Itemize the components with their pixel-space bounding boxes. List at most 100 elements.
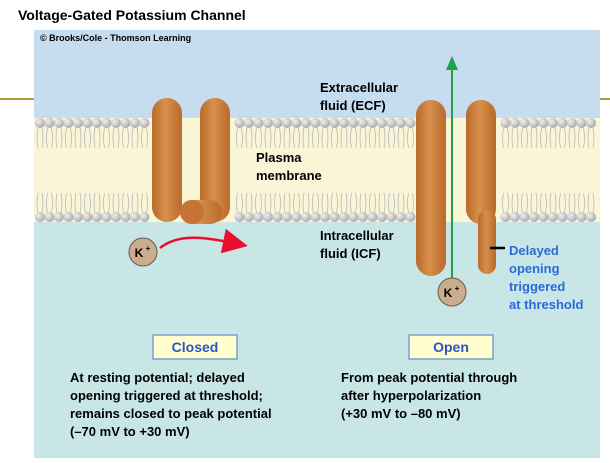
lipid-tail xyxy=(549,192,552,214)
lipid-tail xyxy=(312,127,314,149)
phospholipid-head xyxy=(367,212,378,222)
phospholipid-head xyxy=(348,212,359,222)
phospholipid-head xyxy=(529,212,539,222)
phospholipid-head xyxy=(120,212,131,222)
ion-symbol: K xyxy=(444,286,453,300)
phospholipid-head xyxy=(396,212,406,222)
phospholipid-head xyxy=(377,212,387,222)
lipid-tail xyxy=(559,192,561,214)
closed-badge-box xyxy=(152,334,238,360)
delayed-label-line-3: triggered xyxy=(509,279,565,294)
phospholipid-head xyxy=(73,118,83,128)
lipid-tail xyxy=(521,192,523,214)
lipid-tail xyxy=(393,127,395,149)
phospholipid-head xyxy=(244,118,254,128)
lipid-tail xyxy=(108,127,110,149)
phospholipid-head xyxy=(54,118,64,128)
phospholipid-head xyxy=(111,118,121,128)
lipid-tail xyxy=(573,127,576,149)
phospholipid-head xyxy=(348,118,359,128)
phospholipid-head xyxy=(386,118,397,128)
lipid-tail xyxy=(388,192,390,214)
lipid-tail xyxy=(117,127,120,149)
lipid-tail xyxy=(250,127,253,149)
closed-channel xyxy=(152,98,230,224)
phospholipid-head xyxy=(510,212,520,222)
phospholipid-head xyxy=(54,212,64,222)
lipid-tail xyxy=(245,192,248,214)
phospholipid-head xyxy=(253,118,264,128)
lipid-tail xyxy=(245,127,248,149)
lipid-tail xyxy=(260,192,262,214)
lipid-tail xyxy=(568,192,571,214)
phospholipid-head xyxy=(272,118,283,128)
open-description-line-3: (+30 mV to –80 mV) xyxy=(341,406,461,421)
phospholipid-head xyxy=(234,118,245,128)
phospholipid-head xyxy=(557,212,568,222)
lipid-tail xyxy=(255,192,257,214)
lipid-tail xyxy=(302,192,305,214)
lipid-tail xyxy=(79,127,82,149)
open-badge-box xyxy=(408,334,494,360)
lipid-tail xyxy=(84,127,86,149)
lipid-tail xyxy=(141,127,143,149)
phospholipid-head xyxy=(586,118,596,128)
phospholipid-head xyxy=(282,118,292,128)
delayed-label-line-2: opening xyxy=(509,261,560,276)
ion-charge: + xyxy=(455,284,460,293)
phospholipid-head xyxy=(139,212,150,222)
open-description-line-1: From peak potential through xyxy=(341,370,517,385)
phospholipid-head xyxy=(500,118,511,128)
lipid-tail xyxy=(359,192,362,214)
icf-region xyxy=(34,222,600,458)
lipid-tail xyxy=(540,127,542,149)
phospholipid-head xyxy=(548,212,558,222)
lipid-tail xyxy=(540,192,542,214)
phospholipid-head xyxy=(519,212,530,222)
lipid-tail xyxy=(516,127,519,149)
lipid-tail xyxy=(369,127,371,149)
phospholipid-head xyxy=(291,212,302,222)
open-description-line-2: after hyperpolarization xyxy=(341,388,481,403)
lipid-tail xyxy=(98,127,101,149)
phospholipid-head xyxy=(301,118,311,128)
lipid-tail xyxy=(41,192,44,214)
open-description: From peak potential through after hyperp… xyxy=(341,370,517,421)
lipid-tail xyxy=(131,192,134,214)
lipid-tail xyxy=(587,192,590,214)
lipid-tail xyxy=(250,192,253,214)
lipid-tail xyxy=(549,127,552,149)
lipid-tail xyxy=(112,127,115,149)
lipid-tail xyxy=(564,127,566,149)
lipid-tail xyxy=(340,127,343,149)
lipid-tail xyxy=(302,127,305,149)
phospholipid-head xyxy=(567,118,577,128)
lipid-tail xyxy=(55,127,58,149)
phospholipid-head xyxy=(244,212,254,222)
lipid-tail xyxy=(122,127,124,149)
potassium-ion-open: K + xyxy=(437,277,467,307)
lipid-tail xyxy=(340,192,343,214)
ion-symbol: K xyxy=(135,246,144,260)
lipid-tail xyxy=(511,192,514,214)
lipid-tail xyxy=(70,127,72,149)
lipid-tail xyxy=(397,127,400,149)
lipid-tail xyxy=(41,127,44,149)
lipid-tail xyxy=(535,192,538,214)
closed-channel-gate-ball xyxy=(180,200,204,224)
phospholipid-head xyxy=(111,212,121,222)
phospholipid-head xyxy=(576,212,587,222)
lipid-tail xyxy=(530,127,533,149)
lipid-tail xyxy=(60,192,63,214)
lipid-tail xyxy=(283,127,286,149)
lipid-tail xyxy=(288,127,291,149)
lipid-tail xyxy=(397,192,400,214)
lipid-tail xyxy=(545,192,547,214)
lipid-tail xyxy=(241,192,243,214)
lipid-tail xyxy=(103,192,105,214)
phospholipid-head xyxy=(367,118,378,128)
lipid-tail xyxy=(516,192,519,214)
open-badge-label: Open xyxy=(433,339,469,355)
